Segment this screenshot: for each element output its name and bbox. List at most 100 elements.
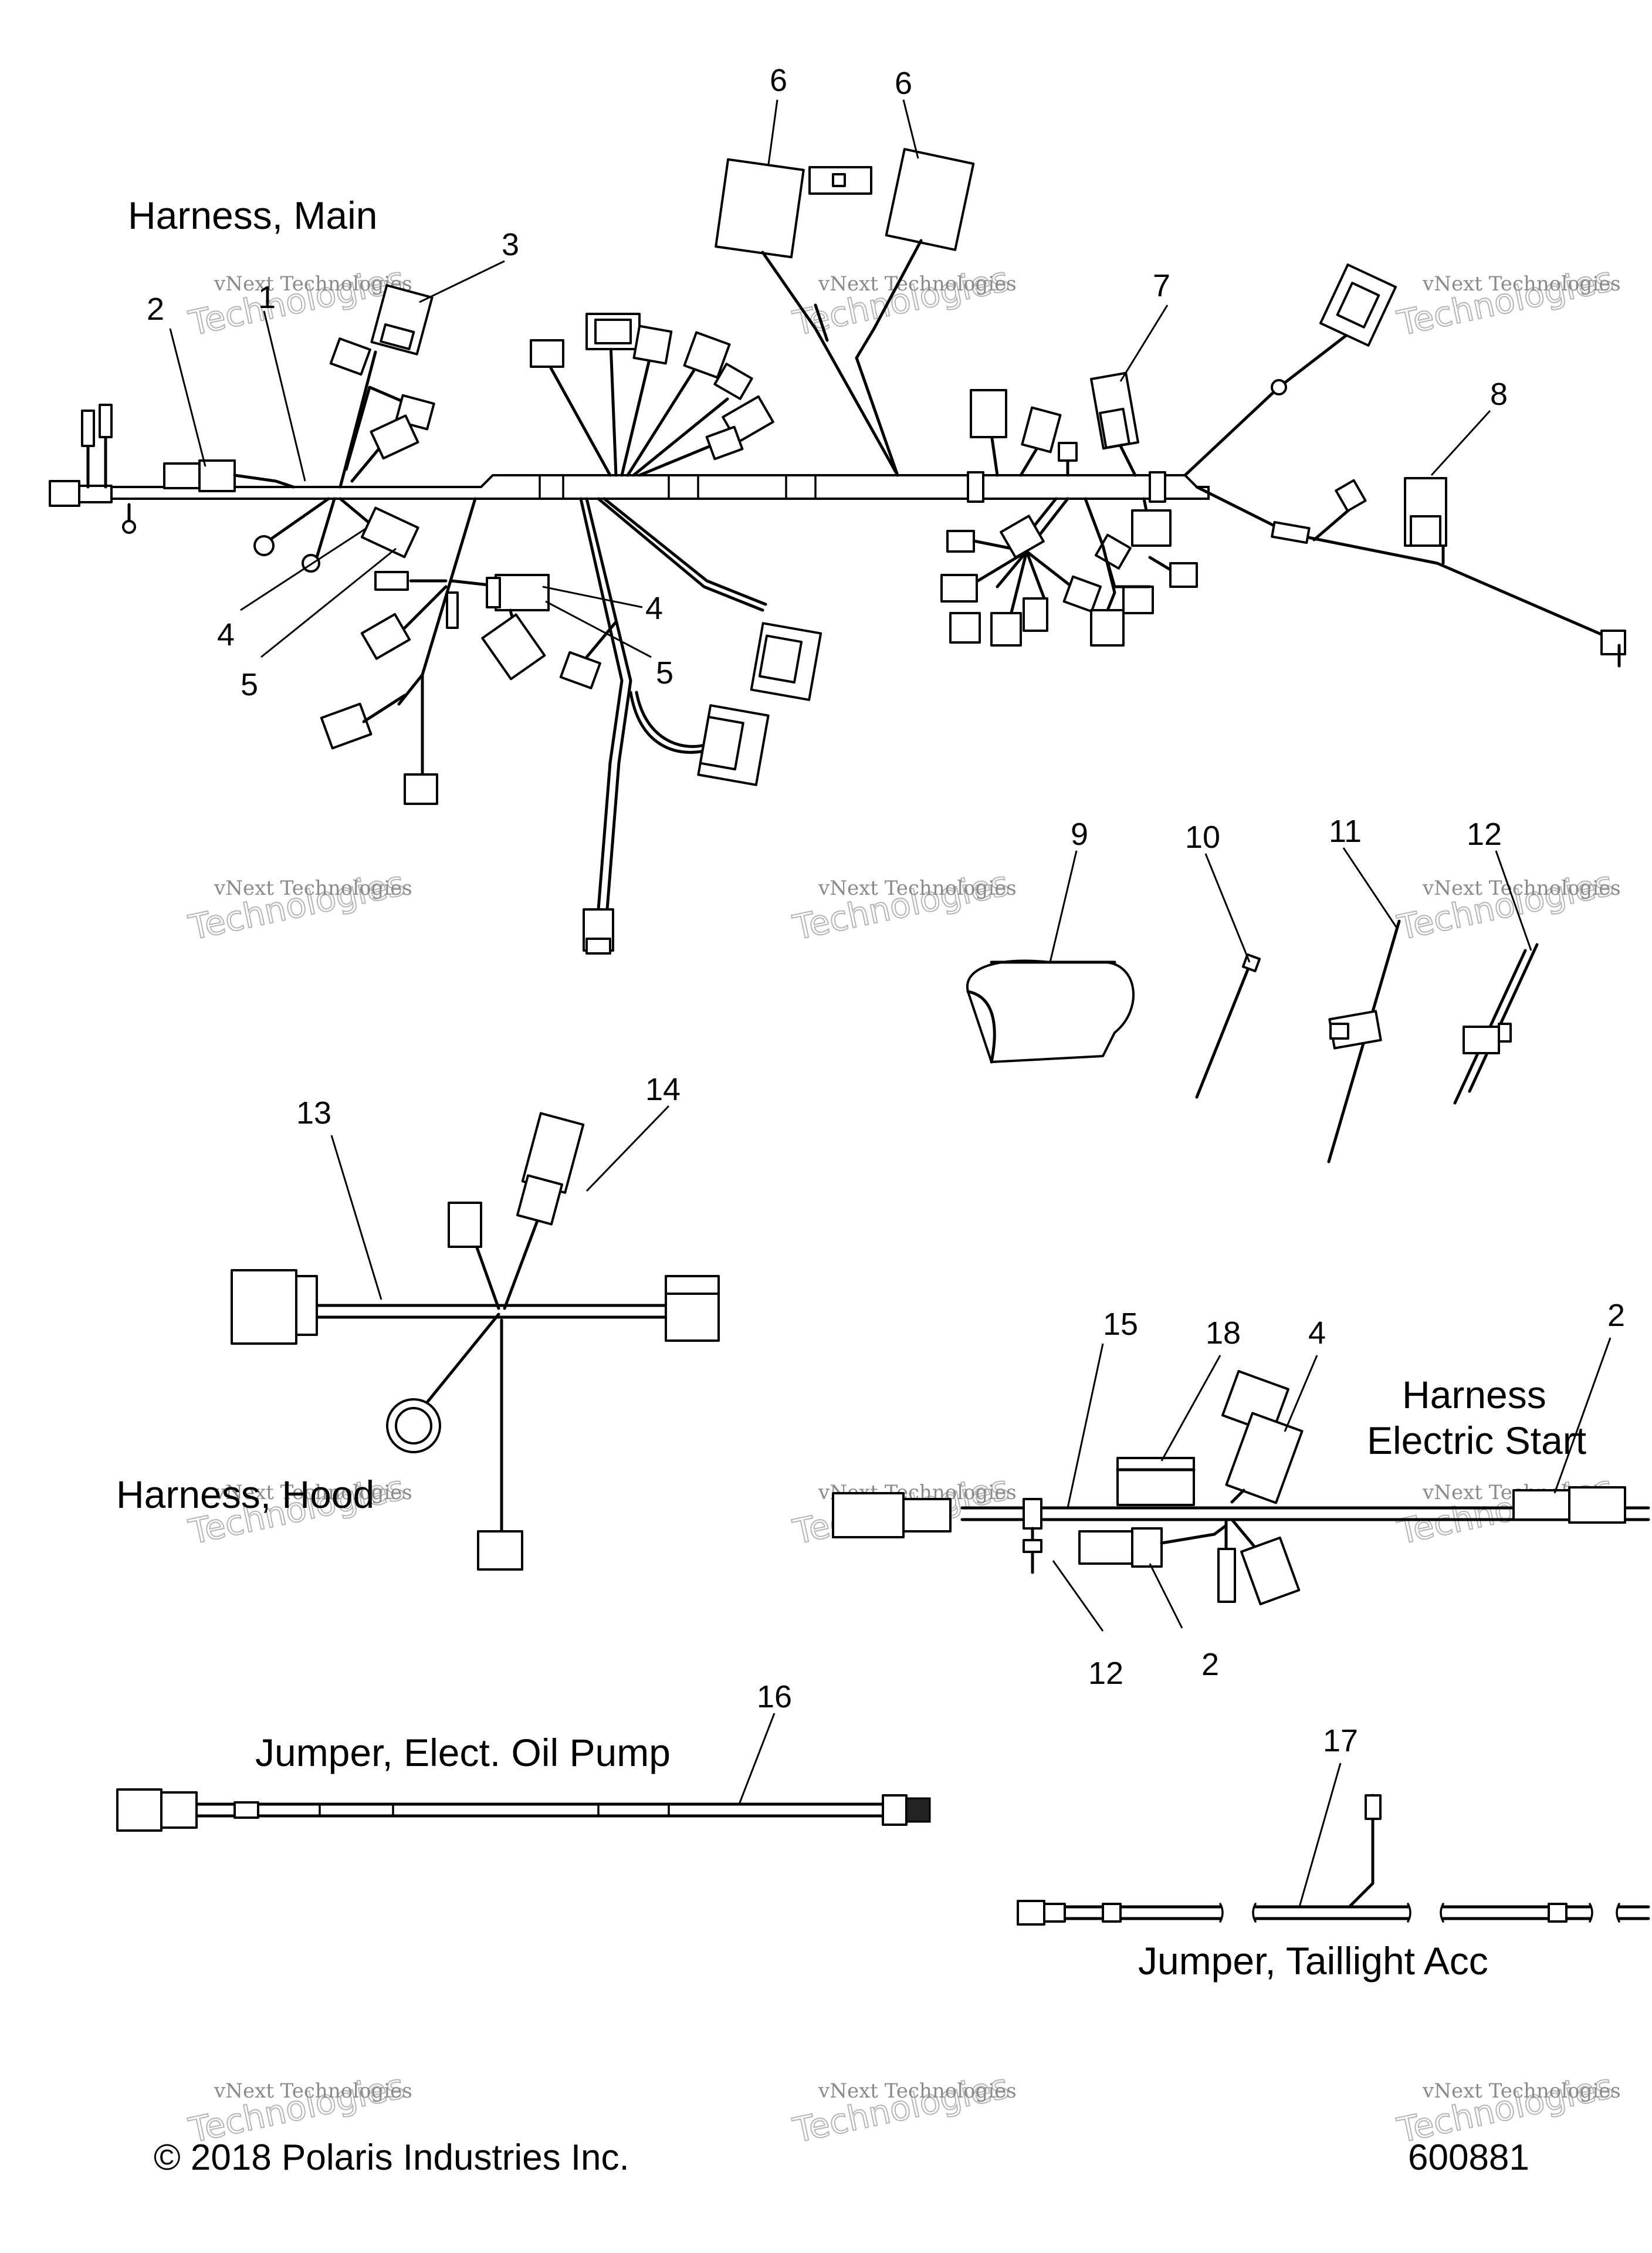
callout-4: 4 [217,617,235,652]
callout-9: 9 [1071,817,1088,852]
callout-15: 15 [1103,1307,1138,1342]
small-connector [1023,597,1048,632]
svg-text:vNext Technologies: vNext Technologies [818,877,1017,900]
large-connector-face [1336,282,1380,329]
large-connector-face [699,715,744,771]
loose-parts [966,919,1539,1163]
small-connector [1021,406,1062,454]
svg-text:Technologies: Technologies [1394,259,1617,343]
end-connector [1600,630,1626,655]
svg-text:vNext Technologies: vNext Technologies [1422,877,1621,900]
small-connector [632,324,673,365]
relay-clip-tab [832,173,846,187]
callout-12: 12 [1088,1656,1123,1691]
spade-terminal [446,591,459,629]
item-3-connector-collar [380,323,415,350]
callout-8: 8 [1490,377,1508,412]
leader-lines [169,99,1612,1907]
small-connector [1122,586,1154,614]
ring-terminal [253,535,275,556]
sleeve [1548,1903,1568,1923]
small-connector [559,651,601,689]
small-connector [1335,479,1367,512]
oil-pump-end-connector [882,1794,908,1826]
small-connector [320,702,373,750]
item-4-connector [1225,1412,1304,1504]
svg-text:Technologies: Technologies [790,863,1013,948]
item-5-connector [360,506,419,559]
trunk-clip [1149,471,1166,503]
ring-terminal [122,520,136,534]
item-2-connector-lock [1568,1486,1626,1524]
callout-4: 4 [645,591,663,626]
small-connector [705,425,744,461]
small-connector [370,414,419,460]
small-connector [990,612,1022,647]
callout-14: 14 [645,1072,681,1107]
oil-pump-jumper [116,1788,931,1832]
callout-16: 16 [757,1679,792,1714]
svg-text:vNext Technologies: vNext Technologies [214,1481,412,1504]
hood-harness-connector-face [665,1293,720,1342]
end-connector [404,773,438,805]
spade-terminal [99,404,113,438]
spade-terminal [1365,1794,1382,1820]
end-connector [49,480,80,507]
spade-terminal [1217,1548,1236,1603]
taillight-connector [1017,1900,1045,1926]
item-12-mount [1463,1026,1500,1054]
item-11-push-mount-stud [1329,1023,1349,1040]
svg-text:vNext Technologies: vNext Technologies [214,272,412,296]
small-connector [683,331,731,379]
svg-text:Technologies: Technologies [790,2066,1013,2150]
callout-18: 18 [1206,1315,1241,1351]
main-harness [49,148,1626,955]
small-connector [940,574,978,603]
callout-12: 12 [1467,817,1502,852]
hood-harness-connector [231,1269,297,1345]
item-6-relay [715,158,805,259]
round-connector-face [395,1407,432,1445]
label-harness-hood: Harness, Hood [116,1473,374,1516]
small-connector [1240,1536,1301,1606]
label-harness-electric-start-line1: Harness [1402,1373,1546,1416]
label-jumper-oil-pump: Jumper, Elect. Oil Pump [255,1731,671,1774]
large-connector-face [758,634,803,684]
label-jumper-taillight: Jumper, Taillight Acc [1138,1939,1488,1983]
label-harness-electric-start-line2: Electric Start [1367,1419,1586,1462]
small-connector [970,389,1007,438]
callout-2: 2 [1201,1647,1219,1682]
main-trunk [110,474,1210,500]
sleeve [233,1801,259,1819]
electric-start-connector [832,1492,905,1538]
callout-3: 3 [502,227,519,262]
spade-terminal [81,410,95,447]
callout-2: 2 [147,292,164,327]
callout-10: 10 [1185,820,1220,855]
item-2-connector [1512,1489,1570,1521]
callout-6: 6 [770,63,787,98]
item-7-connector-collar [1099,407,1130,449]
oil-pump-connector [116,1788,163,1832]
callout-5: 5 [241,667,258,702]
small-connector [713,363,753,400]
small-connector [1000,515,1045,559]
callout-6: 6 [895,66,912,101]
trunk-clip [967,471,984,503]
small-connector [481,613,546,681]
callout-13: 13 [296,1095,331,1131]
item-14-connector-collar [516,1174,564,1226]
svg-text:Technologies: Technologies [185,863,408,948]
small-connector [360,613,411,660]
item-18-fuse-holder [1116,1457,1195,1506]
copyright: © 2018 Polaris Industries Inc. [154,2137,629,2178]
item-2-connector-lock [1131,1527,1163,1568]
sleeve [1271,520,1311,544]
taillight-jumper [1017,1794,1650,1926]
svg-text:vNext Technologies: vNext Technologies [214,877,412,900]
end-connector [477,1530,523,1571]
